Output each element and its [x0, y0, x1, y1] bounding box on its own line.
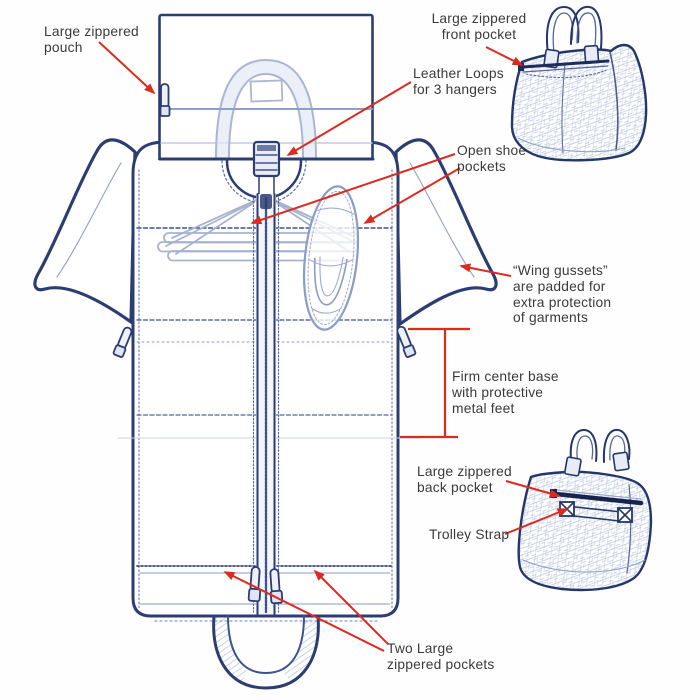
duffel-back-handles	[564, 428, 631, 477]
label-firm-center-base: Firm center base with protective metal f…	[452, 369, 559, 416]
arrow-back-pocket	[505, 480, 561, 498]
left-wing-gusset	[33, 138, 137, 326]
right-wing-gusset	[394, 138, 498, 328]
arrow-pouch	[98, 41, 156, 95]
leather-loop-clamp	[252, 140, 281, 178]
arrow-shoe-pocket-left	[250, 153, 456, 225]
duffel-back-sketch	[517, 428, 653, 592]
arrow-two-pockets-right	[313, 569, 389, 645]
carry-handle-ghost	[215, 58, 317, 159]
arrow-two-pockets-left	[223, 571, 385, 652]
label-leather-loops: Leather Loops for 3 hangers	[413, 66, 504, 97]
bottom-handle	[212, 614, 320, 690]
arrow-front-pocket	[485, 46, 524, 66]
label-open-shoe-pockets: Open shoe pockets	[457, 143, 527, 174]
label-large-zippered-pouch: Large zippered pouch	[44, 24, 139, 55]
duffel-front-sketch	[510, 5, 648, 162]
label-large-zippered-back-pocket: Large zippered back pocket	[417, 464, 512, 495]
arrow-trolley-strap	[504, 508, 569, 535]
annotation-arrows	[98, 41, 569, 652]
garment-bag-sketch	[33, 13, 498, 690]
shoe-ghost	[302, 185, 360, 331]
label-wing-gussets: “Wing gussets” are padded for extra prot…	[513, 263, 612, 326]
center-zipper	[252, 193, 280, 615]
side-zipper-pulls	[112, 325, 417, 358]
label-large-zippered-front-pocket: Large zippered front pocket	[431, 11, 527, 42]
duffel-front-handles	[543, 5, 603, 69]
arrow-leather-loops	[286, 81, 412, 156]
bracket-firm-center-base	[400, 327, 470, 439]
label-two-large-zippered-pockets: Two Large zippered pockets	[387, 641, 495, 672]
arrow-wing-gussets	[459, 263, 512, 277]
pouch-zipper-pull	[159, 83, 171, 117]
arrow-shoe-pocket-right	[363, 167, 461, 224]
label-trolley-strap: Trolley Strap	[429, 527, 510, 542]
top-flap-pouch	[158, 13, 375, 161]
duffel-front-pocket-zipper	[518, 59, 610, 78]
